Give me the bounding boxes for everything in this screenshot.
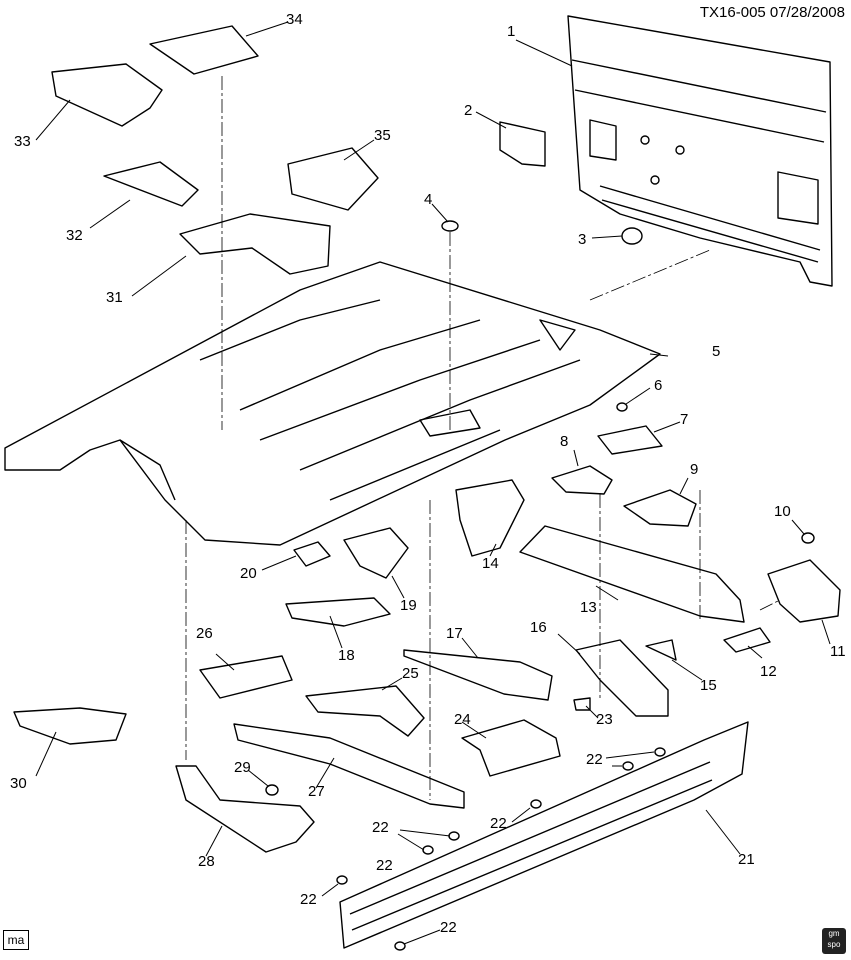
bracket-part-12 [723, 627, 771, 653]
callout-7: 7 [680, 411, 689, 428]
logo-text-bottom: spo [827, 940, 841, 949]
callout-3: 3 [578, 231, 587, 248]
plug-part-3 [621, 227, 643, 245]
callout-22-f: 22 [376, 857, 393, 874]
callout-18: 18 [338, 647, 355, 664]
grommet-22-g [394, 941, 406, 951]
callout-30: 30 [10, 775, 27, 792]
bracket-part-18 [285, 597, 391, 627]
callout-22-a: 22 [586, 751, 603, 768]
callout-24: 24 [454, 711, 471, 728]
crossmember-part-13 [519, 525, 745, 623]
nut-part-29 [265, 784, 279, 796]
bracket-part-24 [461, 719, 561, 777]
callout-22-c: 22 [372, 819, 389, 836]
callout-5: 5 [712, 343, 721, 360]
callout-13: 13 [580, 599, 597, 616]
callout-32: 32 [66, 227, 83, 244]
callout-1: 1 [507, 23, 516, 40]
support-part-11 [767, 559, 841, 623]
callout-22-b: 22 [490, 815, 507, 832]
crossmember-part-31 [179, 213, 331, 275]
callout-29: 29 [234, 759, 251, 776]
callout-14: 14 [482, 555, 499, 572]
clip-part-15 [645, 639, 677, 661]
callout-16: 16 [530, 619, 547, 636]
floor-panel [4, 261, 661, 546]
crossmember-part-28 [175, 765, 315, 853]
callout-23: 23 [596, 711, 613, 728]
callout-34: 34 [286, 11, 303, 28]
gm-spo-logo: gm spo [822, 928, 846, 954]
logo-text-top: gm [828, 929, 840, 938]
callout-35: 35 [374, 127, 391, 144]
callout-17: 17 [446, 625, 463, 642]
grommet-22-e [422, 845, 434, 855]
callout-20: 20 [240, 565, 257, 582]
crossmember-part-17 [403, 649, 553, 701]
bracket-part-9 [623, 489, 697, 527]
bracket-part-30 [13, 707, 127, 745]
rear-cab-panel [567, 15, 833, 287]
clip-part-20 [293, 541, 331, 567]
bracket-part-34 [149, 25, 259, 75]
grommet-22-c [530, 799, 542, 809]
bracket-part-32 [103, 161, 199, 207]
callout-22-e: 22 [440, 919, 457, 936]
bracket-part-26 [199, 655, 293, 699]
nut-part-6 [616, 402, 628, 412]
corner-badge: ma [3, 930, 29, 950]
callout-22-d: 22 [300, 891, 317, 908]
grommet-part-4 [441, 220, 459, 232]
grommet-22-a [654, 747, 666, 757]
callout-28: 28 [198, 853, 215, 870]
callout-21: 21 [738, 851, 755, 868]
callout-10: 10 [774, 503, 791, 520]
bracket-part-2 [499, 121, 546, 167]
grommet-22-f [336, 875, 348, 885]
callout-26: 26 [196, 625, 213, 642]
bracket-part-8 [551, 465, 613, 495]
crossmember-part-27 [233, 723, 465, 809]
callout-11: 11 [830, 643, 846, 660]
callout-19: 19 [400, 597, 417, 614]
nut-part-10 [801, 532, 815, 544]
rocker-panel [339, 721, 749, 949]
callout-31: 31 [106, 289, 123, 306]
bracket-part-19 [343, 527, 409, 579]
callout-2: 2 [464, 102, 473, 119]
bracket-part-14 [455, 479, 525, 557]
diagram-reference: TX16-005 07/28/2008 [699, 4, 845, 21]
callout-12: 12 [760, 663, 777, 680]
bracket-part-25 [305, 685, 425, 737]
callout-9: 9 [690, 461, 699, 478]
plate-part-7 [597, 425, 663, 455]
bracket-part-33 [51, 63, 163, 127]
callout-15: 15 [700, 677, 717, 694]
callout-33: 33 [14, 133, 31, 150]
callout-25: 25 [402, 665, 419, 682]
grommet-22-d [448, 831, 460, 841]
bracket-part-35 [287, 147, 379, 211]
callout-4: 4 [424, 191, 433, 208]
callout-6: 6 [654, 377, 663, 394]
callout-27: 27 [308, 783, 325, 800]
grommet-22-b [622, 761, 634, 771]
callout-8: 8 [560, 433, 569, 450]
